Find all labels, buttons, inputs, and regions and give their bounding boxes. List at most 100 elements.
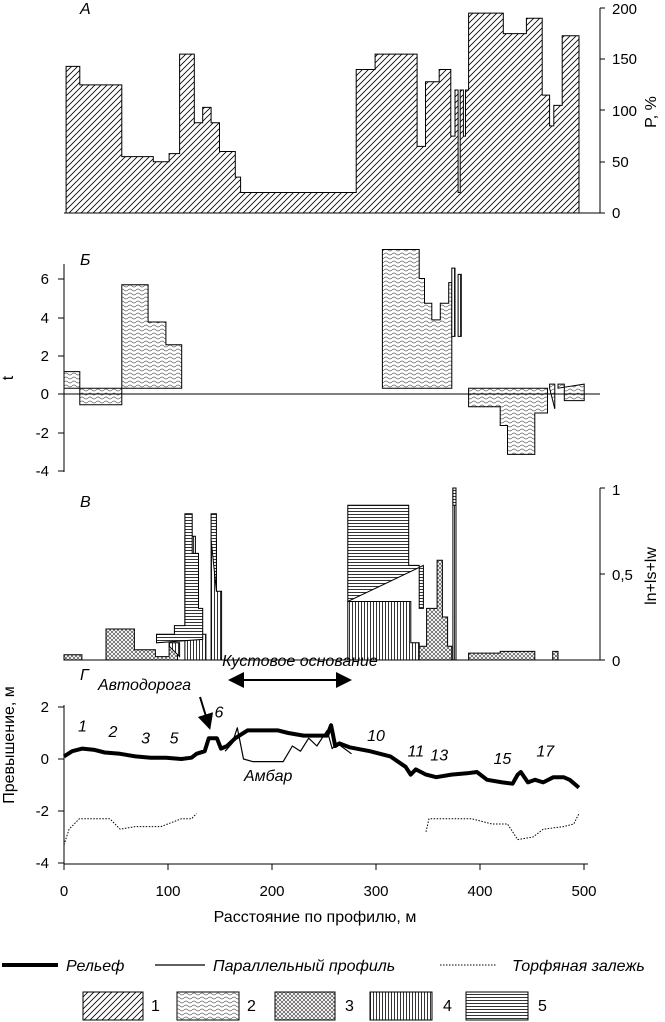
panel-b-ytick-label: -2 (36, 425, 49, 442)
panel-b-ylabel: t (0, 375, 17, 380)
legend-label-parallel: Параллельный профиль (213, 958, 395, 975)
panel-a-ytick-label: 200 (612, 1, 637, 18)
panel-a-ytick-label: 150 (612, 51, 637, 68)
site-labels: 1 2 3 5 6 10 11 13 15 17 (78, 704, 555, 768)
area-series-4 (168, 642, 181, 658)
panel-b-ytick-label: 6 (41, 271, 49, 288)
legend-swatch-2 (176, 991, 240, 1021)
legend-label-relief: Рельеф (66, 958, 124, 975)
legend-swatch-5 (465, 991, 529, 1021)
panel-b-ytick-label: 4 (41, 310, 49, 327)
legend-pattern-label: 3 (345, 998, 354, 1015)
legend-swatch-4 (369, 991, 433, 1021)
area-series-2 (63, 371, 81, 389)
panel-d-xtick-label: 300 (363, 883, 388, 900)
panel-label-d: Г (80, 667, 90, 684)
annotation-avtodoroga: Автодорога (97, 677, 191, 694)
panel-label-b: Б (80, 252, 90, 269)
panel-a-ytick-label: 50 (612, 154, 629, 171)
panel-c: В 0 0,5 1 ln+ls+lw (63, 482, 660, 670)
area-series-1 (64, 12, 580, 214)
panel-a-ytick-label: 100 (612, 103, 637, 120)
panel-d-xtick-label: 0 (60, 883, 68, 900)
panel-b-ytick-label: 0 (41, 386, 49, 403)
panel-d: Г 2 0 -2 -4 0 100 200 300 400 500 (1, 653, 597, 926)
site-label: 1 (78, 719, 87, 736)
area-series-4 (452, 487, 457, 661)
area-series-3 (63, 628, 178, 661)
site-label: 17 (536, 743, 555, 760)
panel-a: А 0 50 100 150 200 P, % (64, 1, 660, 222)
site-label: 10 (367, 728, 385, 745)
area-series-4 (451, 267, 456, 337)
peat-line (425, 813, 580, 841)
area-series-5 (452, 487, 457, 506)
area-series-4 (347, 601, 420, 661)
panel-b-yticks: 6 4 2 0 -2 -4 (36, 271, 64, 480)
relief-line (62, 723, 581, 790)
panel-d-xlabel: Расстояние по профилю, м (214, 909, 417, 926)
area-series-2 (121, 284, 183, 389)
legend-pattern-label: 2 (247, 998, 256, 1015)
panel-d-marks (62, 723, 581, 845)
legend-pattern-label: 5 (538, 998, 547, 1015)
panel-d-ytick-label: 0 (41, 751, 49, 768)
area-series-2 (79, 387, 123, 406)
panel-d-xticks: 0 100 200 300 400 500 (60, 864, 597, 900)
legend-swatch-3 (274, 991, 336, 1021)
site-label: 5 (170, 730, 179, 747)
avtodoroga-arrow (197, 696, 214, 730)
area-series-5 (210, 513, 217, 592)
panel-d-yticks: 2 0 -2 -4 (36, 699, 64, 872)
annotation-kustovoe: Кустовое основание (222, 653, 378, 670)
site-label: 2 (107, 724, 117, 741)
panel-b-ytick-label: 2 (41, 348, 49, 365)
panel-c-yticks: 0 0,5 1 (600, 482, 633, 670)
area-series-2 (549, 383, 556, 410)
panel-d-xtick-label: 200 (259, 883, 284, 900)
panel-c-marks (63, 487, 559, 661)
area-series-3 (468, 650, 536, 661)
panel-d-xtick-label: 100 (155, 883, 180, 900)
site-label: 15 (494, 751, 512, 768)
area-series-3 (552, 650, 559, 661)
panel-b: Б 6 4 2 0 -2 -4 t (0, 249, 600, 480)
area-series-5 (156, 513, 204, 644)
panel-c-ylabel: ln+ls+lw (643, 547, 660, 605)
area-series-5 (347, 504, 424, 609)
panel-c-ytick-label: 0 (612, 653, 620, 670)
annotation-ambar: Амбар (243, 768, 293, 785)
panel-a-yticks: 0 50 100 150 200 (600, 1, 637, 222)
site-label: 13 (430, 747, 448, 764)
panel-label-a: А (79, 1, 91, 18)
panel-d-xtick-label: 400 (467, 883, 492, 900)
area-series-2 (557, 383, 585, 402)
legend-pattern-label: 4 (443, 998, 452, 1015)
legend-pattern-label: 1 (151, 998, 160, 1015)
panel-b-ytick-label: -4 (36, 463, 49, 480)
area-series-2 (381, 249, 453, 389)
area-series-4 (457, 273, 462, 337)
site-label: 11 (407, 743, 424, 760)
panel-a-ylabel: P, % (643, 96, 660, 128)
area-series-2 (468, 387, 548, 455)
panel-c-ytick-label: 0,5 (612, 567, 633, 584)
panel-label-c: В (80, 494, 91, 511)
panel-d-ytick-label: -2 (36, 803, 49, 820)
panel-b-marks (63, 249, 585, 455)
peat-line (63, 813, 197, 845)
panel-d-ytick-label: -4 (36, 855, 49, 872)
panel-d-ylabel: Превышение, м (1, 686, 18, 804)
legend: Рельеф Параллельный профиль Торфяная зал… (2, 958, 645, 1021)
panel-a-ytick-label: 0 (612, 205, 620, 222)
legend-label-peat: Торфяная залежь (512, 958, 645, 975)
parallel-profile-line (224, 727, 352, 763)
site-label: 3 (141, 730, 150, 747)
panel-d-xtick-label: 500 (571, 883, 596, 900)
panel-c-ytick-label: 1 (612, 482, 620, 499)
site-label: 6 (215, 704, 224, 721)
legend-swatch-1 (82, 991, 144, 1021)
panel-d-ytick-label: 2 (41, 699, 49, 716)
panel-a-marks (64, 12, 580, 214)
